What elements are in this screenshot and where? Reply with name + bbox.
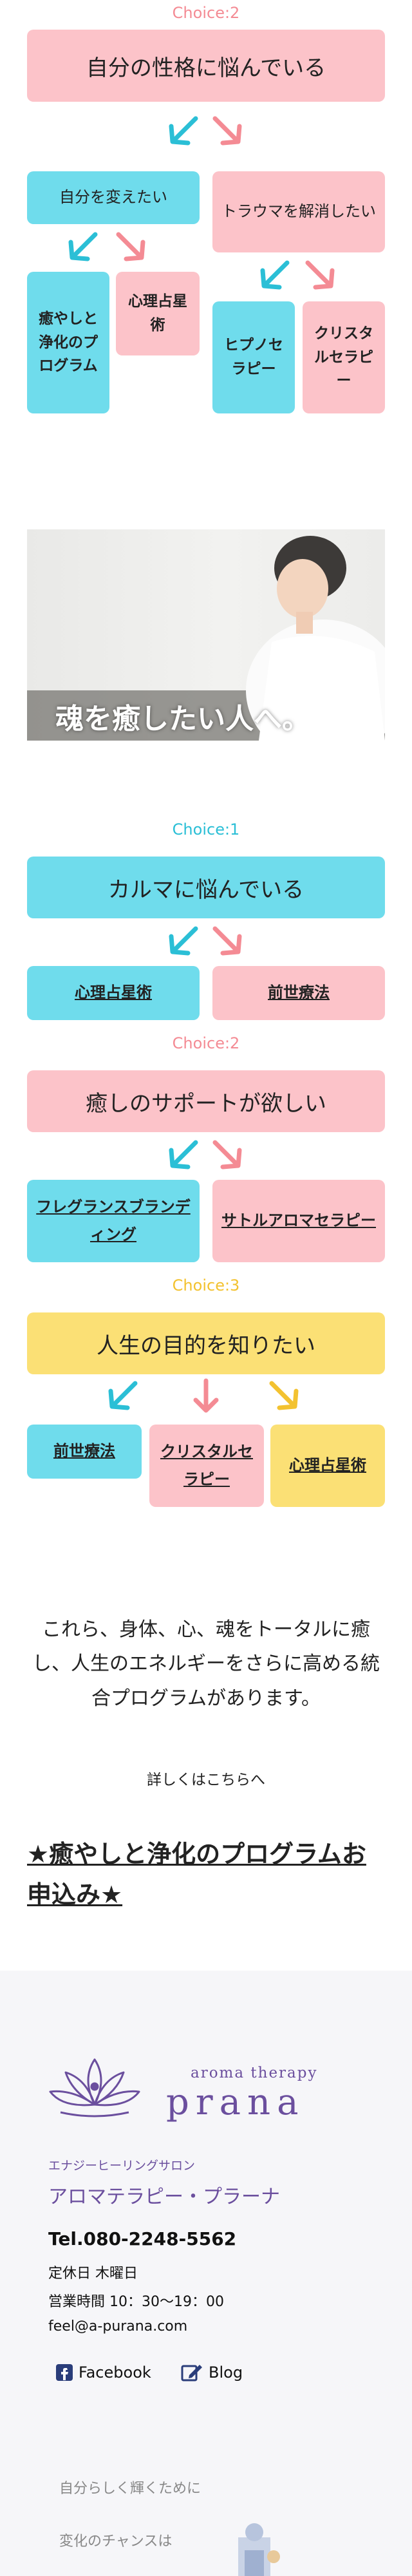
program-link[interactable]: サトルアロマセラピー [212, 1180, 385, 1262]
arrow-down-left-icon [104, 1378, 140, 1414]
arrow-down-right-icon [210, 113, 246, 149]
arrow-down-left-icon [165, 1137, 201, 1173]
email-link[interactable]: feel@a-purana.com [48, 2318, 188, 2334]
program-box[interactable]: クリスタルセラピー [303, 301, 385, 413]
answer-box: 自分を変えたい [27, 171, 200, 224]
arrow-down-left-icon [64, 229, 100, 265]
footer: aroma therapy prana エナジーヒーリングサロン アロマテラピー… [0, 1971, 412, 2576]
tel-link[interactable]: Tel.080-2248-5562 [48, 2228, 237, 2249]
question-box: 人生の目的を知りたい [27, 1312, 385, 1374]
summary-text: これら、身体、心、魂をトータルに癒し、人生のエネルギーをさらに高める統合プログラ… [32, 1618, 380, 1710]
program-box[interactable]: ヒプノセラピー [212, 301, 295, 413]
logo-name: prana [166, 2081, 305, 2123]
program-link[interactable]: 心理占星術 [27, 966, 200, 1020]
choice-label: Choice:1 [172, 820, 240, 838]
program-link[interactable]: 前世療法 [27, 1425, 142, 1479]
program-box[interactable]: 心理占星術 [116, 272, 200, 355]
banner-caption: 魂を癒したい人へ。 [55, 703, 310, 735]
program-box[interactable]: 癒やしと浄化のプログラム [27, 272, 109, 413]
arrow-down-right-icon [303, 258, 339, 294]
arrow-down-left-icon [165, 113, 201, 149]
choice-label: Choice:2 [172, 4, 240, 22]
program-link[interactable]: 心理占星術 [270, 1425, 385, 1507]
illustration-icon [238, 2523, 280, 2576]
tagline-1: 自分らしく輝くために [59, 2481, 201, 2497]
program-link[interactable]: フレグランスブランディング [27, 1180, 200, 1262]
blog-link[interactable]: Blog [180, 2362, 243, 2383]
lotus-logo-icon [49, 2058, 140, 2117]
arrow-down-right-icon [113, 229, 149, 265]
arrow-down-right-icon [210, 1137, 246, 1173]
question-box: カルマに悩んでいる [27, 857, 385, 918]
salon-type: エナジーヒーリングサロン [48, 2159, 196, 2173]
arrow-down-right-icon [210, 923, 246, 960]
apply-link[interactable]: ★癒やしと浄化のプログラムお申込み★ [27, 1840, 366, 1909]
facebook-link[interactable]: Facebook [55, 2363, 151, 2382]
salon-name: アロマテラピー・プラーナ [48, 2186, 280, 2208]
arrow-down-left-icon [256, 258, 292, 294]
answer-box: トラウマを解消したい [212, 171, 385, 252]
arrow-down-left-icon [165, 923, 201, 960]
program-link[interactable]: クリスタルセラピー [149, 1425, 264, 1507]
question-box: 癒しのサポートが欲しい [27, 1070, 385, 1132]
facebook-icon [56, 2364, 73, 2381]
tagline-2: 変化のチャンスは [59, 2533, 173, 2550]
arrow-down-icon [188, 1378, 224, 1414]
details-link[interactable]: 詳しくはこちらへ [147, 1772, 265, 1788]
program-link[interactable]: 前世療法 [212, 966, 385, 1020]
edit-icon [181, 2365, 202, 2382]
logo-tagline: aroma therapy [191, 2065, 318, 2081]
blog-label: Blog [209, 2363, 243, 2382]
choice-label: Choice:2 [172, 1034, 240, 1052]
holiday-text: 定休日 木曜日 [48, 2266, 138, 2282]
choice-label: Choice:3 [172, 1276, 240, 1294]
banner-image: 魂を癒したい人へ。 [27, 529, 385, 741]
woman-photo-icon [27, 536, 385, 741]
arrow-down-right-icon [267, 1378, 303, 1414]
facebook-label: Facebook [79, 2363, 151, 2382]
question-box: 自分の性格に悩んでいる [27, 30, 385, 102]
hours-text: 営業時間 10：30〜19：00 [48, 2294, 224, 2310]
